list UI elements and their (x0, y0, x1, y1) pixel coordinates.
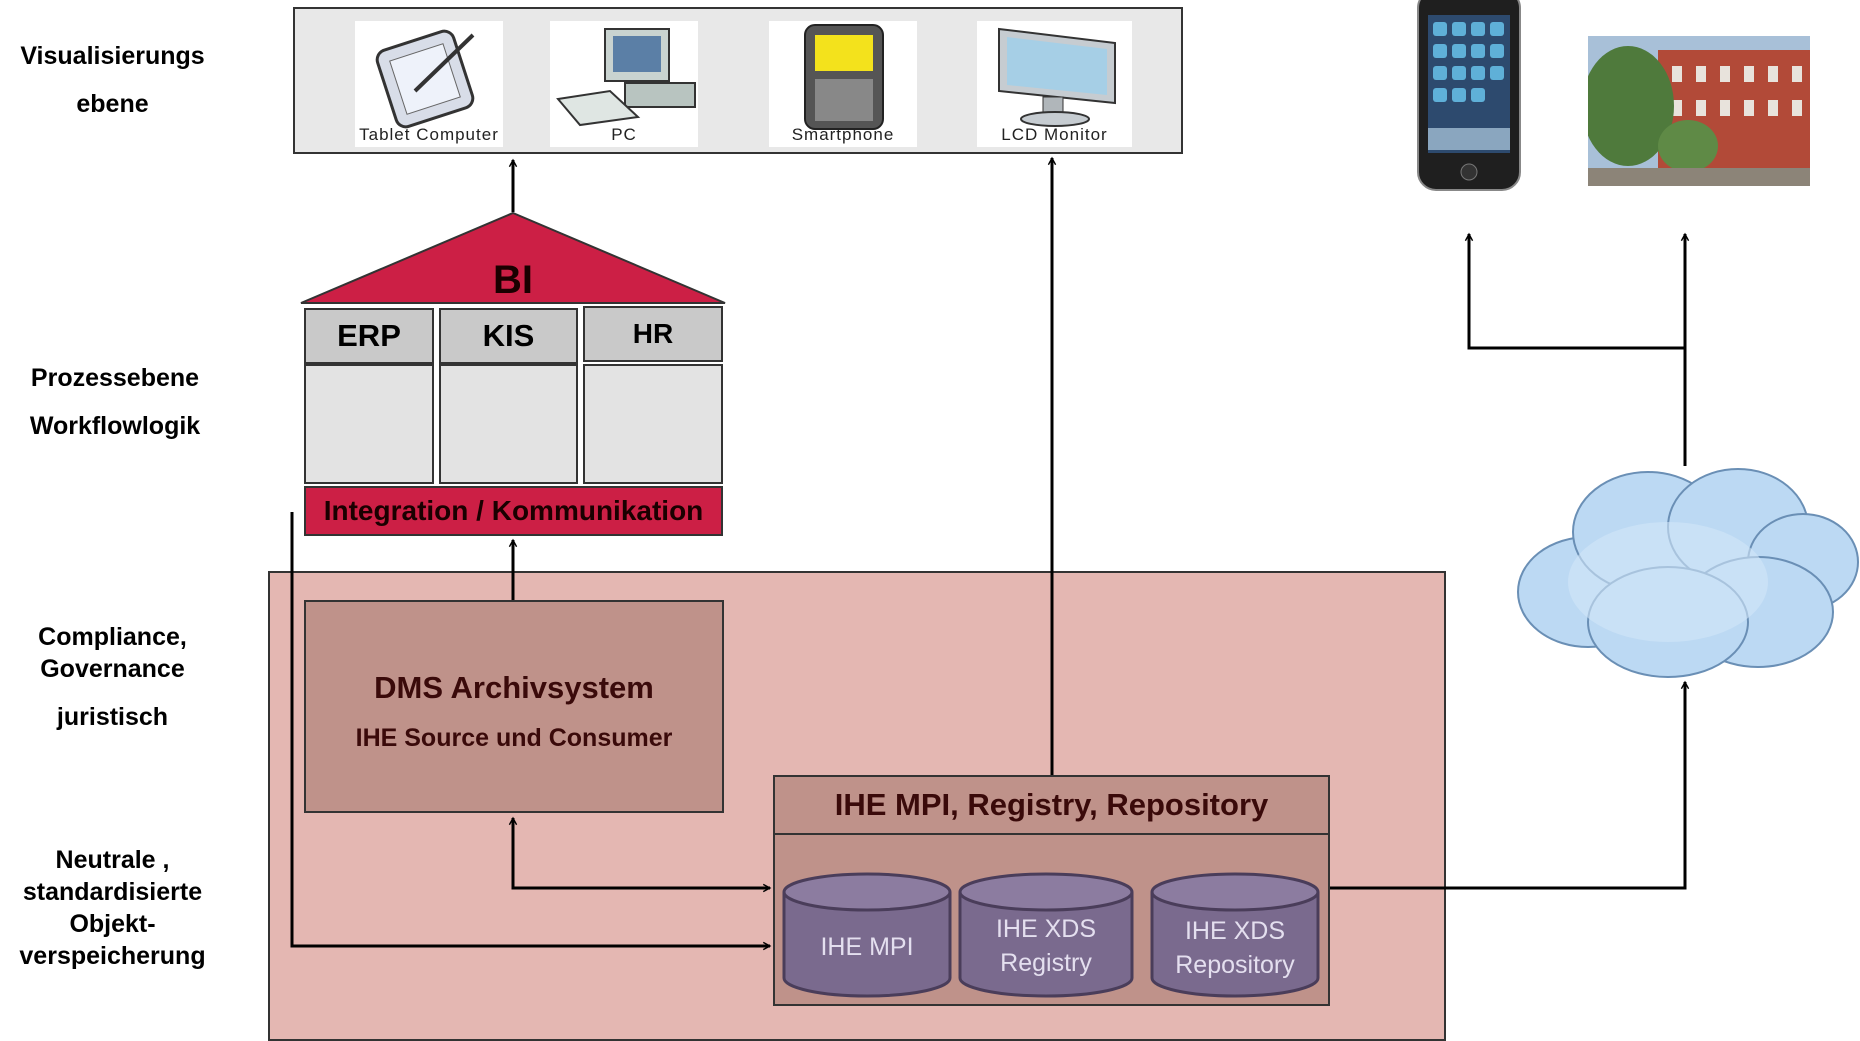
arrow-integration-to-database (290, 512, 770, 946)
layer-label-line: Governance (40, 655, 185, 683)
iphone-icon (1417, 0, 1521, 191)
column-erp-body (304, 364, 434, 484)
arrow-cloud-to-iphone (1469, 234, 1685, 350)
device-tablet: Tablet Computer (355, 21, 503, 147)
tablet-icon (375, 29, 475, 129)
database-label-line: IHE XDS (995, 915, 1097, 943)
layer-label-prozess: Prozessebene Workflowlogik (0, 354, 230, 450)
layer-label-line: ebene (76, 90, 149, 118)
ihe-header: IHE MPI, Registry, Repository (773, 775, 1330, 835)
layer-label-line: Neutrale , (55, 846, 170, 874)
layer-label-line: Visualisierungs (20, 42, 205, 70)
device-lcd-monitor: LCD Monitor (977, 21, 1132, 147)
layer-label-speicherung: Neutrale , standardisierte Objekt- versp… (0, 844, 225, 972)
visualization-devices-box: Tablet Computer PC Smartphone LCD Monito… (293, 7, 1183, 154)
hospital-building-photo (1588, 36, 1810, 186)
layer-label-line: Prozessebene (30, 364, 200, 392)
database-label-line: IHE MPI (820, 933, 914, 961)
device-caption: LCD Monitor (1001, 125, 1108, 144)
database-label-mpi: IHE MPI (784, 930, 950, 964)
layer-label-compliance: Compliance, Governance juristisch (0, 621, 225, 733)
column-kis-head: KIS (439, 308, 578, 364)
device-caption: Tablet Computer (359, 125, 499, 144)
smartphone-icon (804, 24, 884, 130)
arrow-dms-to-database (513, 818, 770, 888)
database-mpi-icon (782, 872, 952, 998)
dms-title: DMS Archivsystem (374, 670, 654, 705)
database-label-registry: IHE XDS Registry (960, 912, 1132, 980)
roof-label-bi: BI (493, 258, 533, 302)
layer-label-line: Workflowlogik (29, 412, 201, 440)
column-hr-body (583, 364, 723, 484)
database-cylinders (782, 872, 1320, 998)
database-label-line: Repository (1175, 951, 1295, 979)
device-smartphone: Smartphone (769, 21, 917, 147)
layer-label-line: verspeicherung (19, 942, 206, 970)
monitor-icon (998, 27, 1116, 127)
column-hr-head: HR (583, 306, 723, 362)
arrow-ihe-to-cloud (1330, 682, 1685, 890)
database-label-line: Registry (1000, 949, 1092, 977)
layer-label-line: Compliance, (38, 623, 187, 651)
dms-archivsystem-box: DMS Archivsystem IHE Source und Consumer (304, 600, 724, 813)
house-roof (300, 211, 726, 304)
database-label-repository: IHE XDS Repository (1152, 914, 1318, 982)
cloud-icon (1517, 468, 1859, 678)
layer-label-visualisierung: Visualisierungs ebene (0, 32, 225, 128)
database-registry-icon (958, 872, 1134, 998)
database-repository-icon (1150, 872, 1320, 998)
device-caption: PC (611, 125, 637, 144)
layer-label-line: juristisch (56, 703, 169, 731)
pc-icon (556, 28, 696, 127)
dms-subtitle: IHE Source und Consumer (355, 724, 673, 752)
device-pc: PC (550, 21, 698, 147)
layer-label-line: Objekt- (69, 910, 156, 938)
column-kis-body (439, 364, 578, 484)
database-label-line: IHE XDS (1184, 917, 1286, 945)
device-caption: Smartphone (791, 125, 895, 144)
column-erp-head: ERP (304, 308, 434, 364)
integration-kommunikation-bar: Integration / Kommunikation (304, 486, 723, 536)
layer-label-line: standardisierte (22, 878, 203, 906)
